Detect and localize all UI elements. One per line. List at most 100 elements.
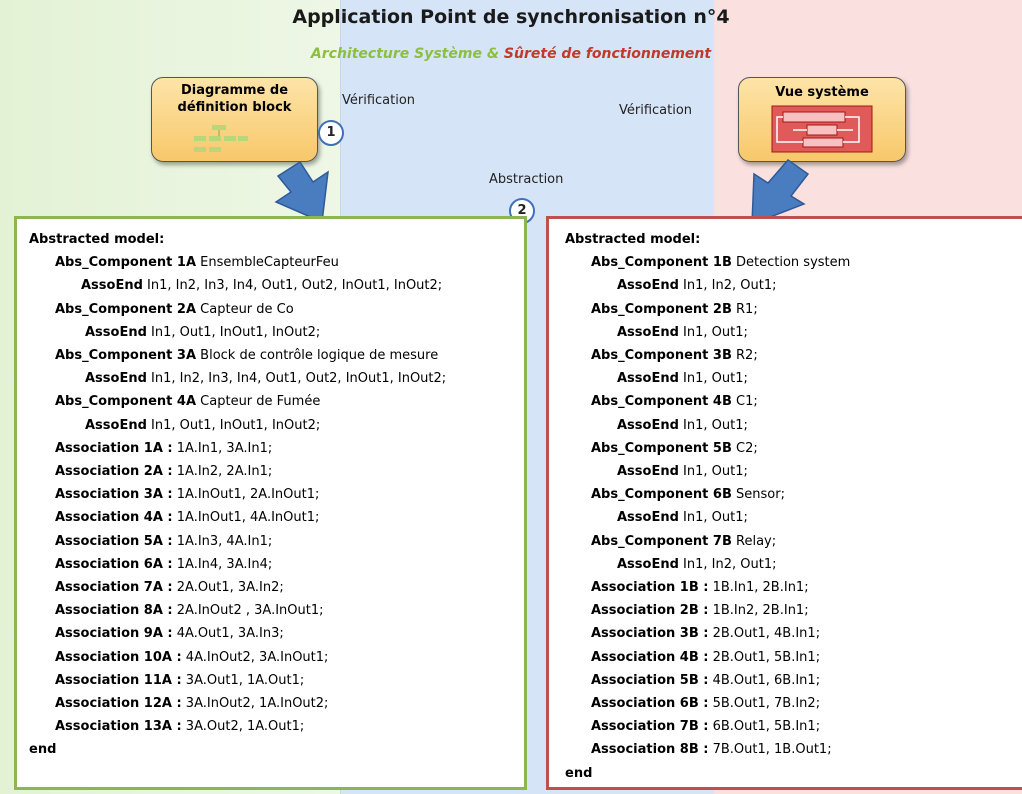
model-keyword: Association 2A : — [55, 464, 173, 480]
model-line: Association 1B : 1B.In1, 2B.In1; — [565, 576, 1012, 599]
model-line: Abs_Component 5B C2; — [565, 437, 1012, 460]
model-line: Abs_Component 7B Relay; — [565, 530, 1012, 553]
model-value: 3A.Out1, 1A.Out1; — [181, 672, 305, 688]
model-value: C1; — [731, 394, 758, 410]
panel-header: Abstracted model: — [29, 228, 514, 251]
model-line: Association 3A : 1A.InOut1, 2A.InOut1; — [29, 483, 514, 506]
model-line: Association 9A : 4A.Out1, 3A.In3; — [29, 622, 514, 645]
model-line: Abs_Component 1A EnsembleCapteurFeu — [29, 251, 514, 274]
panel-header-text: Abstracted model: — [29, 232, 165, 247]
model-line: Abs_Component 2A Capteur de Co — [29, 298, 514, 321]
model-keyword: Association 4B : — [591, 649, 709, 665]
model-keyword: Abs_Component 1A — [55, 255, 197, 271]
subtitle-safety: Sûreté de fonctionnement — [503, 46, 712, 62]
model-value: In1, In2, Out1; — [678, 556, 777, 572]
abstraction-label: Abstraction — [489, 172, 564, 187]
model-value: 4A.InOut2, 3A.InOut1; — [181, 649, 329, 665]
model-value: 4A.Out1, 3A.In3; — [172, 626, 284, 642]
model-line: Association 7B : 6B.Out1, 5B.In1; — [565, 715, 1012, 738]
model-keyword: AssoEnd — [617, 464, 679, 480]
model-keyword: Abs_Component 4B — [591, 394, 732, 410]
model-line: AssoEnd In1, Out1, InOut1, InOut2; — [29, 321, 514, 344]
model-line: Abs_Component 3A Block de contrôle logiq… — [29, 344, 514, 367]
model-line: AssoEnd In1, In2, In3, In4, Out1, Out2, … — [29, 367, 514, 390]
model-value: 1A.In4, 3A.In4; — [172, 556, 273, 572]
model-value: In1, Out1, InOut1, InOut2; — [146, 417, 321, 433]
model-line: Association 4A : 1A.InOut1, 4A.InOut1; — [29, 506, 514, 529]
abstracted-model-panel-left: Abstracted model: Abs_Component 1A Ensem… — [14, 216, 527, 790]
model-keyword: Abs_Component 5B — [591, 440, 732, 456]
model-keyword: Association 13A : — [55, 719, 182, 735]
model-value: 3A.InOut2, 1A.InOut2; — [181, 696, 329, 712]
model-line: Association 2A : 1A.In2, 2A.In1; — [29, 460, 514, 483]
model-line: AssoEnd In1, In2, Out1; — [565, 553, 1012, 576]
model-keyword: Association 5B : — [591, 672, 709, 688]
subtitle-architecture: Architecture Système — [310, 46, 482, 62]
model-value: C2; — [731, 440, 758, 456]
model-value: In1, Out1; — [678, 417, 748, 433]
model-line: Abs_Component 4A Capteur de Fumée — [29, 390, 514, 413]
model-keyword: Association 8A : — [55, 603, 173, 619]
model-keyword: AssoEnd — [617, 556, 679, 572]
model-line: Abs_Component 2B R1; — [565, 298, 1012, 321]
model-line: AssoEnd In1, Out1; — [565, 414, 1012, 437]
panel-footer-text: end — [29, 742, 57, 758]
arrow-down-right-icon — [751, 158, 810, 226]
diagram-thumbnail-icon — [194, 125, 248, 152]
model-line: AssoEnd In1, Out1, InOut1, InOut2; — [29, 414, 514, 437]
model-value: Detection system — [731, 255, 851, 271]
step-1-badge: 1 — [318, 120, 344, 146]
model-keyword: AssoEnd — [85, 417, 147, 433]
model-value: In1, Out1; — [678, 371, 748, 387]
model-line: Abs_Component 4B C1; — [565, 390, 1012, 413]
model-keyword: Association 7A : — [55, 580, 173, 596]
model-value: In1, Out1; — [678, 464, 748, 480]
model-keyword: Association 12A : — [55, 696, 182, 712]
model-value: Block de contrôle logique de mesure — [196, 348, 439, 364]
model-line: Abs_Component 3B R2; — [565, 344, 1012, 367]
model-line: Association 1A : 1A.In1, 3A.In1; — [29, 437, 514, 460]
model-line: Association 6A : 1A.In4, 3A.In4; — [29, 553, 514, 576]
model-keyword: AssoEnd — [617, 278, 679, 294]
model-line: Abs_Component 6B Sensor; — [565, 483, 1012, 506]
model-keyword: Association 1B : — [591, 580, 709, 596]
model-line: Association 4B : 2B.Out1, 5B.In1; — [565, 646, 1012, 669]
model-line: Association 8A : 2A.InOut2 , 3A.InOut1; — [29, 599, 514, 622]
model-value: In1, In2, In3, In4, Out1, Out2, InOut1, … — [142, 278, 443, 294]
model-value: 3A.Out2, 1A.Out1; — [181, 719, 305, 735]
model-keyword: AssoEnd — [617, 510, 679, 526]
model-keyword: Association 2B : — [591, 603, 709, 619]
model-keyword: Abs_Component 1B — [591, 255, 732, 271]
model-keyword: AssoEnd — [617, 417, 679, 433]
abstracted-model-panel-right: Abstracted model: Abs_Component 1B Detec… — [546, 216, 1022, 790]
model-value: Sensor; — [731, 487, 785, 503]
model-line: AssoEnd In1, Out1; — [565, 367, 1012, 390]
panel-footer-text: end — [565, 765, 593, 781]
arrow-down-left-icon — [274, 160, 329, 224]
model-line: AssoEnd In1, In2, In3, In4, Out1, Out2, … — [29, 274, 514, 297]
model-keyword: Abs_Component 3A — [55, 348, 197, 364]
subtitle-ampersand: & — [481, 46, 504, 62]
model-keyword: Abs_Component 2A — [55, 301, 197, 317]
model-line: Association 3B : 2B.Out1, 4B.In1; — [565, 622, 1012, 645]
page-subtitle: Architecture Système & Sûreté de fonctio… — [0, 46, 1022, 62]
model-value: In1, Out1; — [678, 324, 748, 340]
system-view-thumbnail-icon — [771, 105, 873, 153]
model-value: 1A.In1, 3A.In1; — [172, 440, 273, 456]
panel-footer: end — [565, 762, 1012, 785]
model-value: Relay; — [731, 533, 777, 549]
model-value: 2B.Out1, 4B.In1; — [708, 626, 821, 642]
model-value: R2; — [731, 348, 758, 364]
model-value: 2A.InOut2 , 3A.InOut1; — [172, 603, 324, 619]
model-keyword: AssoEnd — [617, 324, 679, 340]
model-keyword: Association 3B : — [591, 626, 709, 642]
model-line: AssoEnd In1, Out1; — [565, 460, 1012, 483]
model-line: Association 13A : 3A.Out2, 1A.Out1; — [29, 715, 514, 738]
model-keyword: Association 8B : — [591, 742, 709, 758]
model-line: Association 11A : 3A.Out1, 1A.Out1; — [29, 669, 514, 692]
model-keyword: AssoEnd — [81, 278, 143, 294]
model-keyword: Abs_Component 7B — [591, 533, 732, 549]
model-line: AssoEnd In1, Out1; — [565, 321, 1012, 344]
model-keyword: Association 7B : — [591, 719, 709, 735]
model-value: 2A.Out1, 3A.In2; — [172, 580, 284, 596]
